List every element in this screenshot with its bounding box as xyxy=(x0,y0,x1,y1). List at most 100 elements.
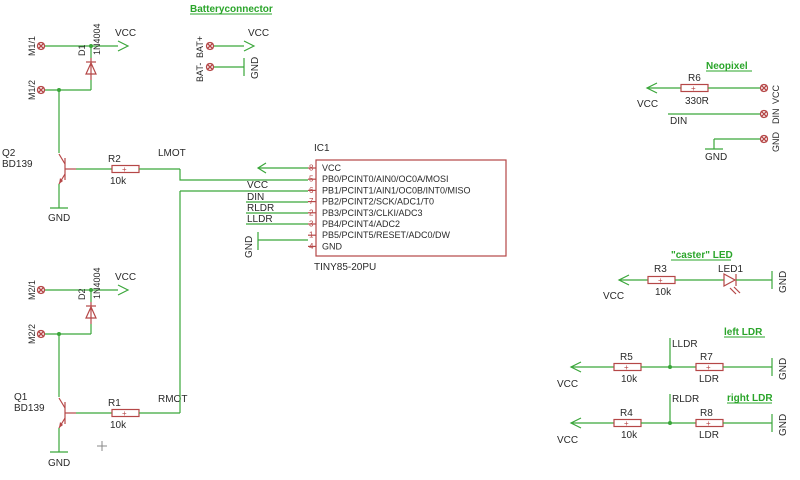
r6-value: 330R xyxy=(685,96,709,107)
vcc-label-lldr: VCC xyxy=(557,379,578,390)
r8-value: LDR xyxy=(699,430,719,441)
ic1-pin-label: GND xyxy=(322,241,343,251)
r7-value: LDR xyxy=(699,374,719,385)
rldr-label-ic: RLDR xyxy=(247,203,274,214)
lmot-label: LMOT xyxy=(158,148,186,159)
r5-plus: + xyxy=(624,363,629,372)
ic1-pin-number: 6 xyxy=(309,186,314,195)
m1-2-label: M1/2 xyxy=(27,80,37,100)
d1-value: 1N4004 xyxy=(92,23,102,55)
caster-led-title: "caster" LED xyxy=(671,250,733,261)
m1-1-label: M1/1 xyxy=(27,36,37,56)
motor2-block: M2/1 VCC D2 1N4004 M2/2 Q1 BD139 xyxy=(14,191,187,469)
r6-name: R6 xyxy=(688,73,701,84)
resistor-r2: + xyxy=(111,164,140,174)
r2-plus: + xyxy=(122,165,127,174)
bat-minus-label: BAT- xyxy=(195,63,205,82)
q2-name: Q2 xyxy=(2,148,16,159)
r4-name: R4 xyxy=(620,408,633,419)
neo-din-label: DIN xyxy=(771,109,781,125)
resistor-r7: + xyxy=(695,362,724,372)
ic1-pin-number: 1 xyxy=(309,231,314,240)
right-ldr-block: right LDR VCC + R4 10k RLDR + R8 LDR GND xyxy=(557,393,789,446)
r3-value: 10k xyxy=(655,287,672,298)
ic1-value: TINY85-20PU xyxy=(314,262,376,273)
ic1-pin-number: 2 xyxy=(309,208,314,217)
r5-value: 10k xyxy=(621,374,638,385)
m1-1-pad xyxy=(36,41,46,51)
r2-name: R2 xyxy=(108,154,121,165)
vcc-label-m1: VCC xyxy=(115,28,136,39)
gnd-label-ic: GND xyxy=(244,236,255,258)
neo-vcc-label: VCC xyxy=(771,84,781,104)
ic1-pin-label: PB5/PCINT5/RESET/ADC0/DW xyxy=(322,230,451,240)
r1-plus: + xyxy=(122,409,127,418)
vcc-label-neo: VCC xyxy=(637,99,658,110)
neo-gnd-label: GND xyxy=(771,132,781,153)
gnd-label-q2: GND xyxy=(48,213,70,224)
resistor-r3: + xyxy=(647,275,676,285)
neo-vcc-pad xyxy=(759,83,769,93)
d2-name: D2 xyxy=(77,288,87,300)
m1-2-pad xyxy=(36,85,46,95)
r4-plus: + xyxy=(624,419,629,428)
r4-value: 10k xyxy=(621,430,638,441)
din-label-ic: DIN xyxy=(247,192,264,203)
r3-plus: + xyxy=(658,276,663,285)
rmot-label: RMOT xyxy=(158,394,187,405)
ic1-pin-label: PB2/PCINT2/SCK/ADC1/T0 xyxy=(322,197,434,207)
ic1-pin-label: PB3/PCINT3/CLKI/ADC3 xyxy=(322,208,423,218)
caster-led-block: "caster" LED VCC + R3 10k LED1 GND xyxy=(603,250,789,302)
ic1-pin-label: PB4/PCINT4/ADC2 xyxy=(322,219,400,229)
rldr-label: RLDR xyxy=(672,394,699,405)
gnd-label-rldr: GND xyxy=(778,414,789,436)
resistor-r5: + xyxy=(613,362,642,372)
vcc-label-led: VCC xyxy=(603,291,624,302)
diode-d2 xyxy=(85,302,97,324)
gnd-label-lldr: GND xyxy=(778,358,789,380)
r6-plus: + xyxy=(691,84,696,93)
vcc-label-rldr: VCC xyxy=(557,435,578,446)
ic1-pin-number: 7 xyxy=(309,197,314,206)
r8-name: R8 xyxy=(700,408,713,419)
m2-2-pad xyxy=(36,329,46,339)
m2-1-pad xyxy=(36,285,46,295)
r2-value: 10k xyxy=(110,176,127,187)
r3-name: R3 xyxy=(654,264,667,275)
gnd-label-led: GND xyxy=(778,271,789,293)
r5-name: R5 xyxy=(620,352,633,363)
gnd-label-bat: GND xyxy=(250,57,261,79)
resistor-r6: + xyxy=(680,83,709,93)
neo-gnd-pad xyxy=(759,134,769,144)
q1-name: Q1 xyxy=(14,392,28,403)
led1-name: LED1 xyxy=(718,264,743,275)
m2-2-label: M2/2 xyxy=(27,324,37,344)
ic1-pin-label: PB1/PCINT1/AIN1/OC0B/INT0/MISO xyxy=(322,185,471,195)
ic1-pin-number: 3 xyxy=(309,220,314,229)
diode-d1 xyxy=(85,58,97,80)
lldr-label-ic: LLDR xyxy=(247,214,273,225)
ic1-pin-number: 8 xyxy=(309,164,314,173)
q2-value: BD139 xyxy=(2,159,33,170)
battery-block: Batteryconnector BAT- BAT+ VCC GND xyxy=(190,4,273,82)
r1-value: 10k xyxy=(110,420,127,431)
vcc-label-bat: VCC xyxy=(248,28,269,39)
ic1-pin-label: VCC xyxy=(322,163,342,173)
m2-1-label: M2/1 xyxy=(27,280,37,300)
d2-value: 1N4004 xyxy=(92,267,102,299)
motor1-block: M1/1 VCC D1 1N4004 M1/2 Q xyxy=(2,23,308,224)
r1-name: R1 xyxy=(108,398,121,409)
transistor-q2 xyxy=(58,153,76,185)
bat-plus-label: BAT+ xyxy=(195,36,205,58)
din-label-neo: DIN xyxy=(670,116,687,127)
transistor-q1 xyxy=(58,397,76,429)
resistor-r4: + xyxy=(613,418,642,428)
bat-plus-pad xyxy=(205,41,215,51)
vcc-label-m2: VCC xyxy=(115,272,136,283)
gnd-label-q1: GND xyxy=(48,458,70,469)
gnd-label-neo: GND xyxy=(705,152,727,163)
r8-plus: + xyxy=(706,419,711,428)
